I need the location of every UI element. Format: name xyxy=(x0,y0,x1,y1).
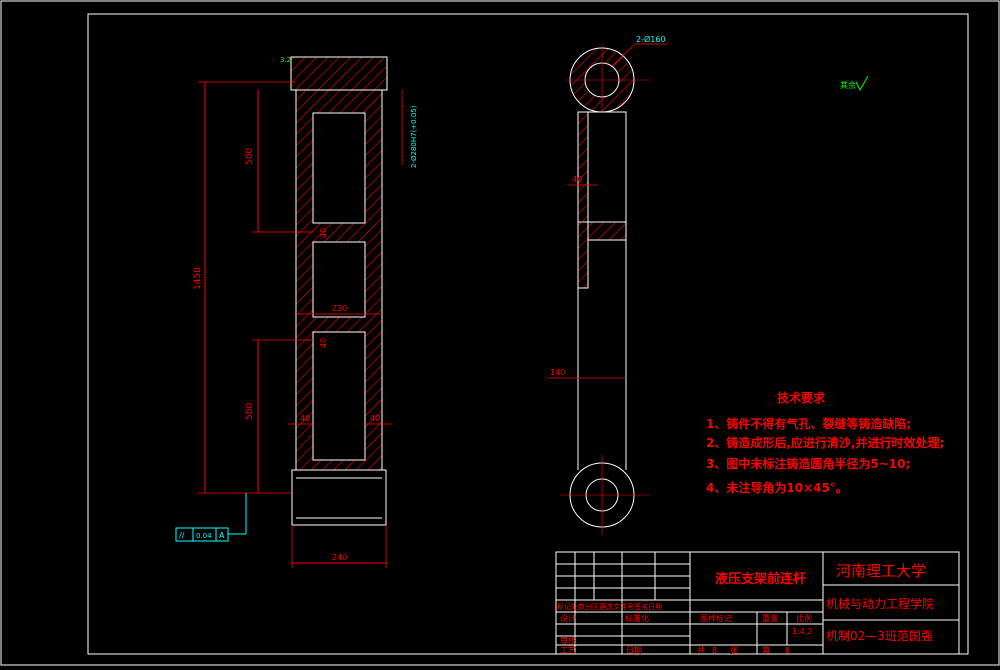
class-info: 机制02—3班范国强 xyxy=(826,629,933,643)
tech-item-4: 4、未注导角为10×45°。 xyxy=(706,480,848,495)
label-date: 日期 xyxy=(626,646,642,655)
title-block xyxy=(555,551,960,655)
label-ratio: 比例 xyxy=(796,613,812,623)
window-upper xyxy=(312,112,366,224)
hole-callout: 2-Ø160 xyxy=(636,34,666,44)
side-web-hatch xyxy=(577,111,589,289)
label-mark-count: 标记处数分区更改文件号签名日期 xyxy=(557,602,662,611)
dim-wall-right: 40 xyxy=(370,414,380,423)
dim-inner-width: 230 xyxy=(332,304,347,313)
roughness-check-icon xyxy=(855,75,869,92)
title-block-text: 液压支架前连杆 河南理工大学 机械与动力工程学院 机制02—3班范国强 标记处数… xyxy=(557,562,934,655)
dim-side-thickness: 140 xyxy=(550,368,565,377)
tech-title: 技术要求 xyxy=(777,390,826,405)
top-boss xyxy=(290,56,388,91)
label-sheet: 张 xyxy=(730,646,738,655)
dim-lower-span: 500 xyxy=(245,403,255,420)
label-total: 共 xyxy=(697,646,705,655)
sheets-total: 8 xyxy=(712,646,717,655)
tech-item-2: 2、铸造成形后,应进行清沙,并进行时效处理; xyxy=(706,435,944,450)
window-lower xyxy=(312,331,366,461)
dim-wall-left: 40 xyxy=(300,414,310,423)
roughness-mark: 3.2 xyxy=(280,56,291,64)
sheet-number: 6 xyxy=(785,646,790,655)
dim-side-rib: 40 xyxy=(572,175,582,184)
dim-bottom-width: 240 xyxy=(332,553,347,562)
tolerance-value: 0.04 xyxy=(196,532,212,540)
thread-callout: 2-Ø280H7(+0.05) xyxy=(410,105,418,168)
tech-requirements: 技术要求 1、铸件不得有气孔、裂缝等铸造缺陷; 2、铸造成形后,应进行清沙,并进… xyxy=(706,390,944,495)
drawing-border xyxy=(87,13,969,655)
tech-item-1: 1、铸件不得有气孔、裂缝等铸造缺陷; xyxy=(706,416,911,431)
side-view: 40 140 2-Ø160 xyxy=(548,34,668,535)
label-design: 设计 xyxy=(560,613,576,623)
dim-total-height: 1450 xyxy=(193,267,203,290)
label-weight: 重量 xyxy=(762,613,778,623)
label-stage-mark: 图样标记 xyxy=(700,613,732,623)
bottom-boss xyxy=(291,469,387,526)
label-process: 工艺 xyxy=(560,646,576,655)
tech-item-3: 3、图中未标注铸造圆角半径为5~10; xyxy=(706,456,910,471)
roughness-other: 其余 xyxy=(840,80,856,90)
university-name: 河南理工大学 xyxy=(836,562,926,580)
tolerance-datum: A xyxy=(219,531,225,540)
tolerance-symbol: // xyxy=(179,531,185,540)
window-middle xyxy=(312,241,366,318)
part-name: 液压支架前连杆 xyxy=(715,571,806,587)
side-rib xyxy=(587,221,627,241)
college-name: 机械与动力工程学院 xyxy=(826,596,934,611)
front-view: 1450 500 500 40 40 230 40 40 240 2-Ø280H… xyxy=(175,56,418,568)
tolerance-frame: // 0.04 A xyxy=(175,493,247,542)
label-page: 第 xyxy=(762,645,770,655)
dim-rib-1: 40 xyxy=(319,228,328,238)
dim-upper-span: 500 xyxy=(245,148,255,165)
label-review: 审核 xyxy=(560,635,576,645)
dim-rib-2: 40 xyxy=(319,338,328,348)
label-standardize: 标准化 xyxy=(625,613,649,623)
scale-value: 1:4.2 xyxy=(792,627,813,636)
